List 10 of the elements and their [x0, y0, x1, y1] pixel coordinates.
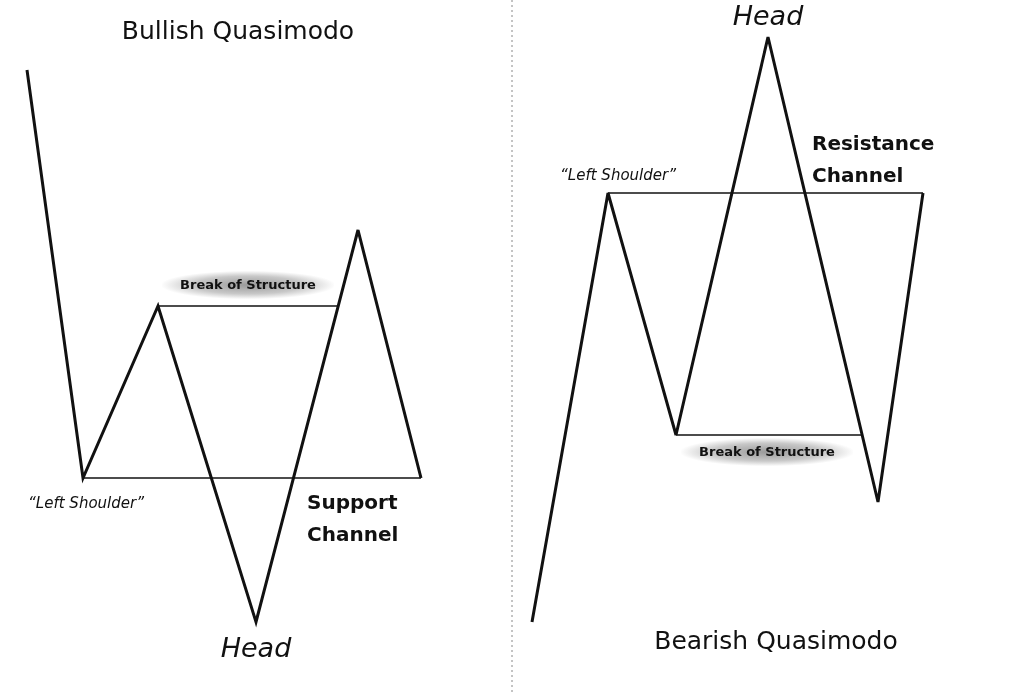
- head-label: Head: [732, 0, 804, 33]
- break-of-structure-label: Break of Structure: [681, 438, 853, 466]
- break-of-structure-label: Break of Structure: [162, 271, 334, 299]
- channel-label: Support Channel: [307, 489, 400, 548]
- shoulder-label: “Left Shoulder”: [28, 494, 144, 512]
- shoulder-label: “Left Shoulder”: [560, 166, 676, 184]
- panel-title: Bullish Quasimodo: [121, 16, 355, 46]
- head-label: Head: [220, 632, 292, 665]
- panel-title: Bearish Quasimodo: [654, 626, 898, 656]
- channel-label: Resistance Channel: [812, 130, 936, 189]
